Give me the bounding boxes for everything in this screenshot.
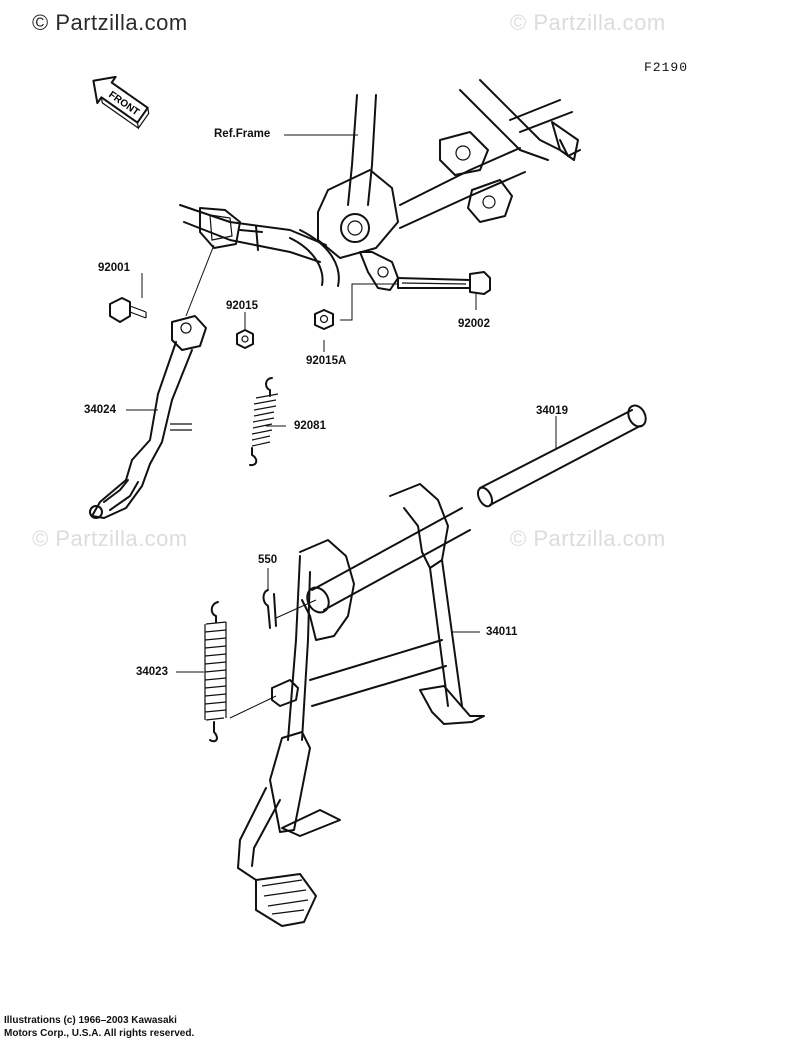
callout-550: 550 xyxy=(258,554,278,566)
spring-34023-drawing xyxy=(204,601,227,743)
callout-34024: 34024 xyxy=(84,404,116,416)
leader-lines xyxy=(126,134,557,719)
callout-92015a: 92015A xyxy=(306,355,347,367)
front-arrow-icon: FRONT xyxy=(92,75,150,130)
copyright-line-2: Motors Corp., U.S.A. All rights reserved… xyxy=(4,1028,195,1039)
callout-92081: 92081 xyxy=(294,420,326,432)
bolt-92001-drawing xyxy=(109,297,147,323)
callout-34019: 34019 xyxy=(536,405,568,417)
cotter-pin-550-drawing xyxy=(262,589,277,629)
bolt-92002-drawing xyxy=(397,271,491,295)
shaft-34019-drawing xyxy=(476,404,647,508)
side-stand-34024-drawing xyxy=(89,315,207,519)
partzilla-watermark-faint: © Partzilla.com xyxy=(510,10,666,35)
frame-drawing xyxy=(179,79,581,291)
center-stand-34011-drawing xyxy=(237,483,485,927)
callout-34023: 34023 xyxy=(136,666,168,678)
partzilla-watermark: © Partzilla.com xyxy=(32,10,188,35)
callout-92002: 92002 xyxy=(458,318,490,330)
nut-92015-drawing xyxy=(236,329,254,349)
partzilla-watermark-faint: © Partzilla.com xyxy=(32,526,188,551)
callout-34011: 34011 xyxy=(486,626,518,638)
spring-92081-drawing xyxy=(249,377,279,467)
copyright-line-1: Illustrations (c) 1966–2003 Kawasaki xyxy=(4,1015,177,1026)
callout-ref-frame: Ref.Frame xyxy=(214,128,271,140)
copyright-notice: Illustrations (c) 1966–2003 Kawasaki Mot… xyxy=(4,1014,194,1040)
pin-drawing xyxy=(271,679,299,707)
callout-92001: 92001 xyxy=(98,262,130,274)
figure-code: F2190 xyxy=(643,60,688,75)
partzilla-watermark-faint: © Partzilla.com xyxy=(510,526,666,551)
nut-92015a-drawing xyxy=(314,309,334,330)
callout-92015: 92015 xyxy=(226,300,258,312)
